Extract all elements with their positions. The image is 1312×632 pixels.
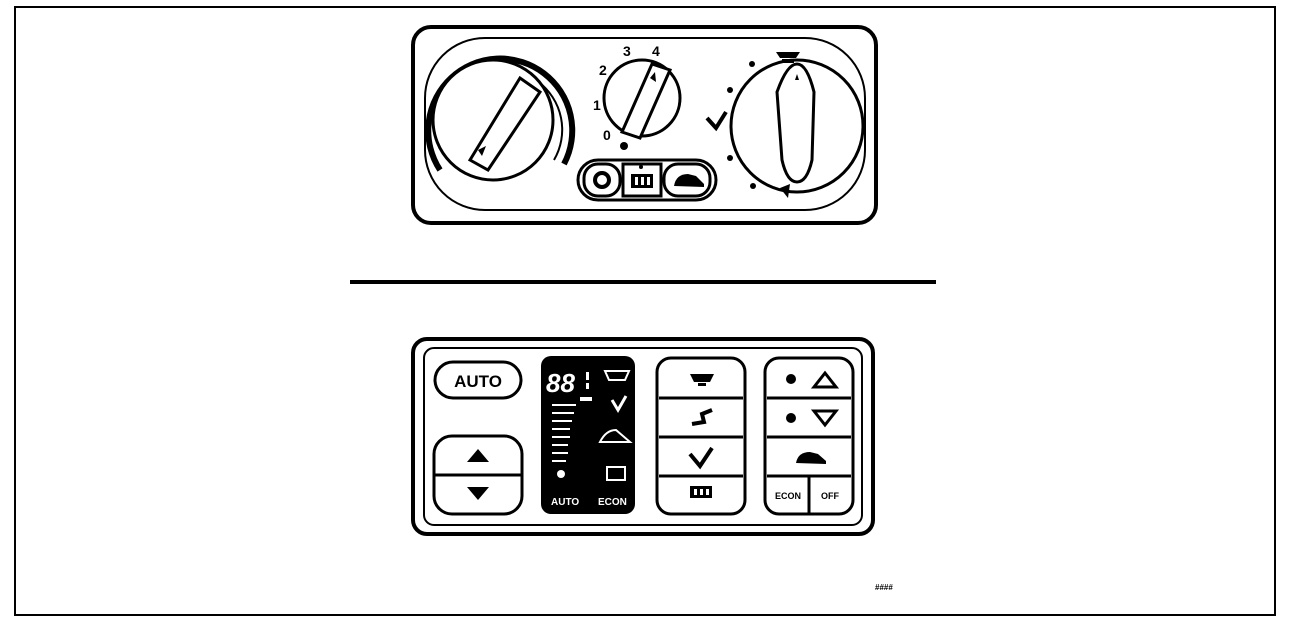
temperature-digits: 88 — [546, 368, 575, 398]
figure-code: #### — [875, 583, 893, 592]
fan-down-button[interactable] — [786, 409, 840, 428]
fan-speed-2: 2 — [599, 62, 607, 78]
lcd-fan-icon — [557, 470, 565, 478]
triangle-down-icon — [467, 487, 489, 500]
fan-icon — [786, 374, 796, 384]
bi-level-button[interactable] — [688, 446, 714, 470]
temperature-knob[interactable] — [425, 55, 576, 182]
fan-speed-3: 3 — [623, 43, 631, 59]
face-vent-button[interactable] — [691, 408, 713, 426]
lcd-recirculation-icon — [598, 428, 633, 443]
fan-off-dot — [620, 142, 628, 150]
recirculation-icon — [674, 174, 704, 187]
off-button[interactable]: OFF — [821, 491, 839, 501]
air-mode-knob[interactable] — [729, 58, 865, 194]
fan-icon — [786, 413, 796, 423]
recirculation-icon — [796, 452, 826, 464]
defrost-mode-button[interactable] — [690, 374, 714, 386]
lcd-bi-level-icon — [610, 395, 628, 413]
fan-speed-knob[interactable] — [602, 58, 682, 140]
rear-defrost-icon — [631, 165, 653, 188]
windshield-defrost-icon — [690, 374, 714, 382]
temp-down-button[interactable] — [467, 487, 489, 500]
econ-button[interactable]: ECON — [775, 491, 801, 501]
auto-button-label: AUTO — [454, 372, 502, 391]
bi-level-icon — [688, 446, 714, 470]
bi-level-icon — [705, 110, 728, 132]
floor-vent-icon — [780, 184, 790, 198]
lcd-rear-defrost-icon — [606, 466, 626, 481]
auto-control-panel: AUTO 88 — [411, 337, 875, 536]
lcd-windshield-icon — [603, 370, 631, 381]
triangle-up-icon — [810, 370, 840, 389]
lcd-fan-bars — [552, 404, 576, 462]
triangle-down-icon — [810, 409, 840, 428]
lcd-auto-indicator: AUTO — [551, 497, 579, 508]
fan-speed-1: 1 — [593, 97, 601, 113]
manual-button-group — [576, 158, 718, 202]
fan-speed-0: 0 — [603, 127, 611, 143]
floor-defrost-button[interactable] — [690, 486, 712, 498]
figure-frame — [14, 6, 1276, 616]
mode-button-column — [655, 356, 747, 516]
windshield-defrost-icon — [776, 52, 800, 63]
recirculation-button[interactable] — [796, 452, 826, 464]
snowflake-icon — [593, 171, 611, 189]
fan-button-column: ECON OFF — [763, 356, 855, 516]
temp-up-button[interactable] — [467, 449, 489, 462]
fan-speed-4: 4 — [652, 43, 660, 59]
lcd-econ-indicator: ECON — [598, 497, 627, 508]
fan-up-button[interactable] — [786, 370, 840, 389]
mode-dial-markers — [705, 52, 800, 198]
auto-button[interactable]: AUTO — [433, 360, 523, 400]
face-vent-icon — [691, 408, 713, 426]
rear-defrost-button[interactable] — [621, 162, 663, 198]
manual-control-panel: 0 1 2 3 4 — [411, 25, 878, 225]
lcd-display: 88 AUTO ECON — [541, 356, 635, 514]
temperature-rocker — [432, 434, 524, 516]
ac-button[interactable] — [582, 162, 622, 198]
triangle-up-icon — [467, 449, 489, 462]
